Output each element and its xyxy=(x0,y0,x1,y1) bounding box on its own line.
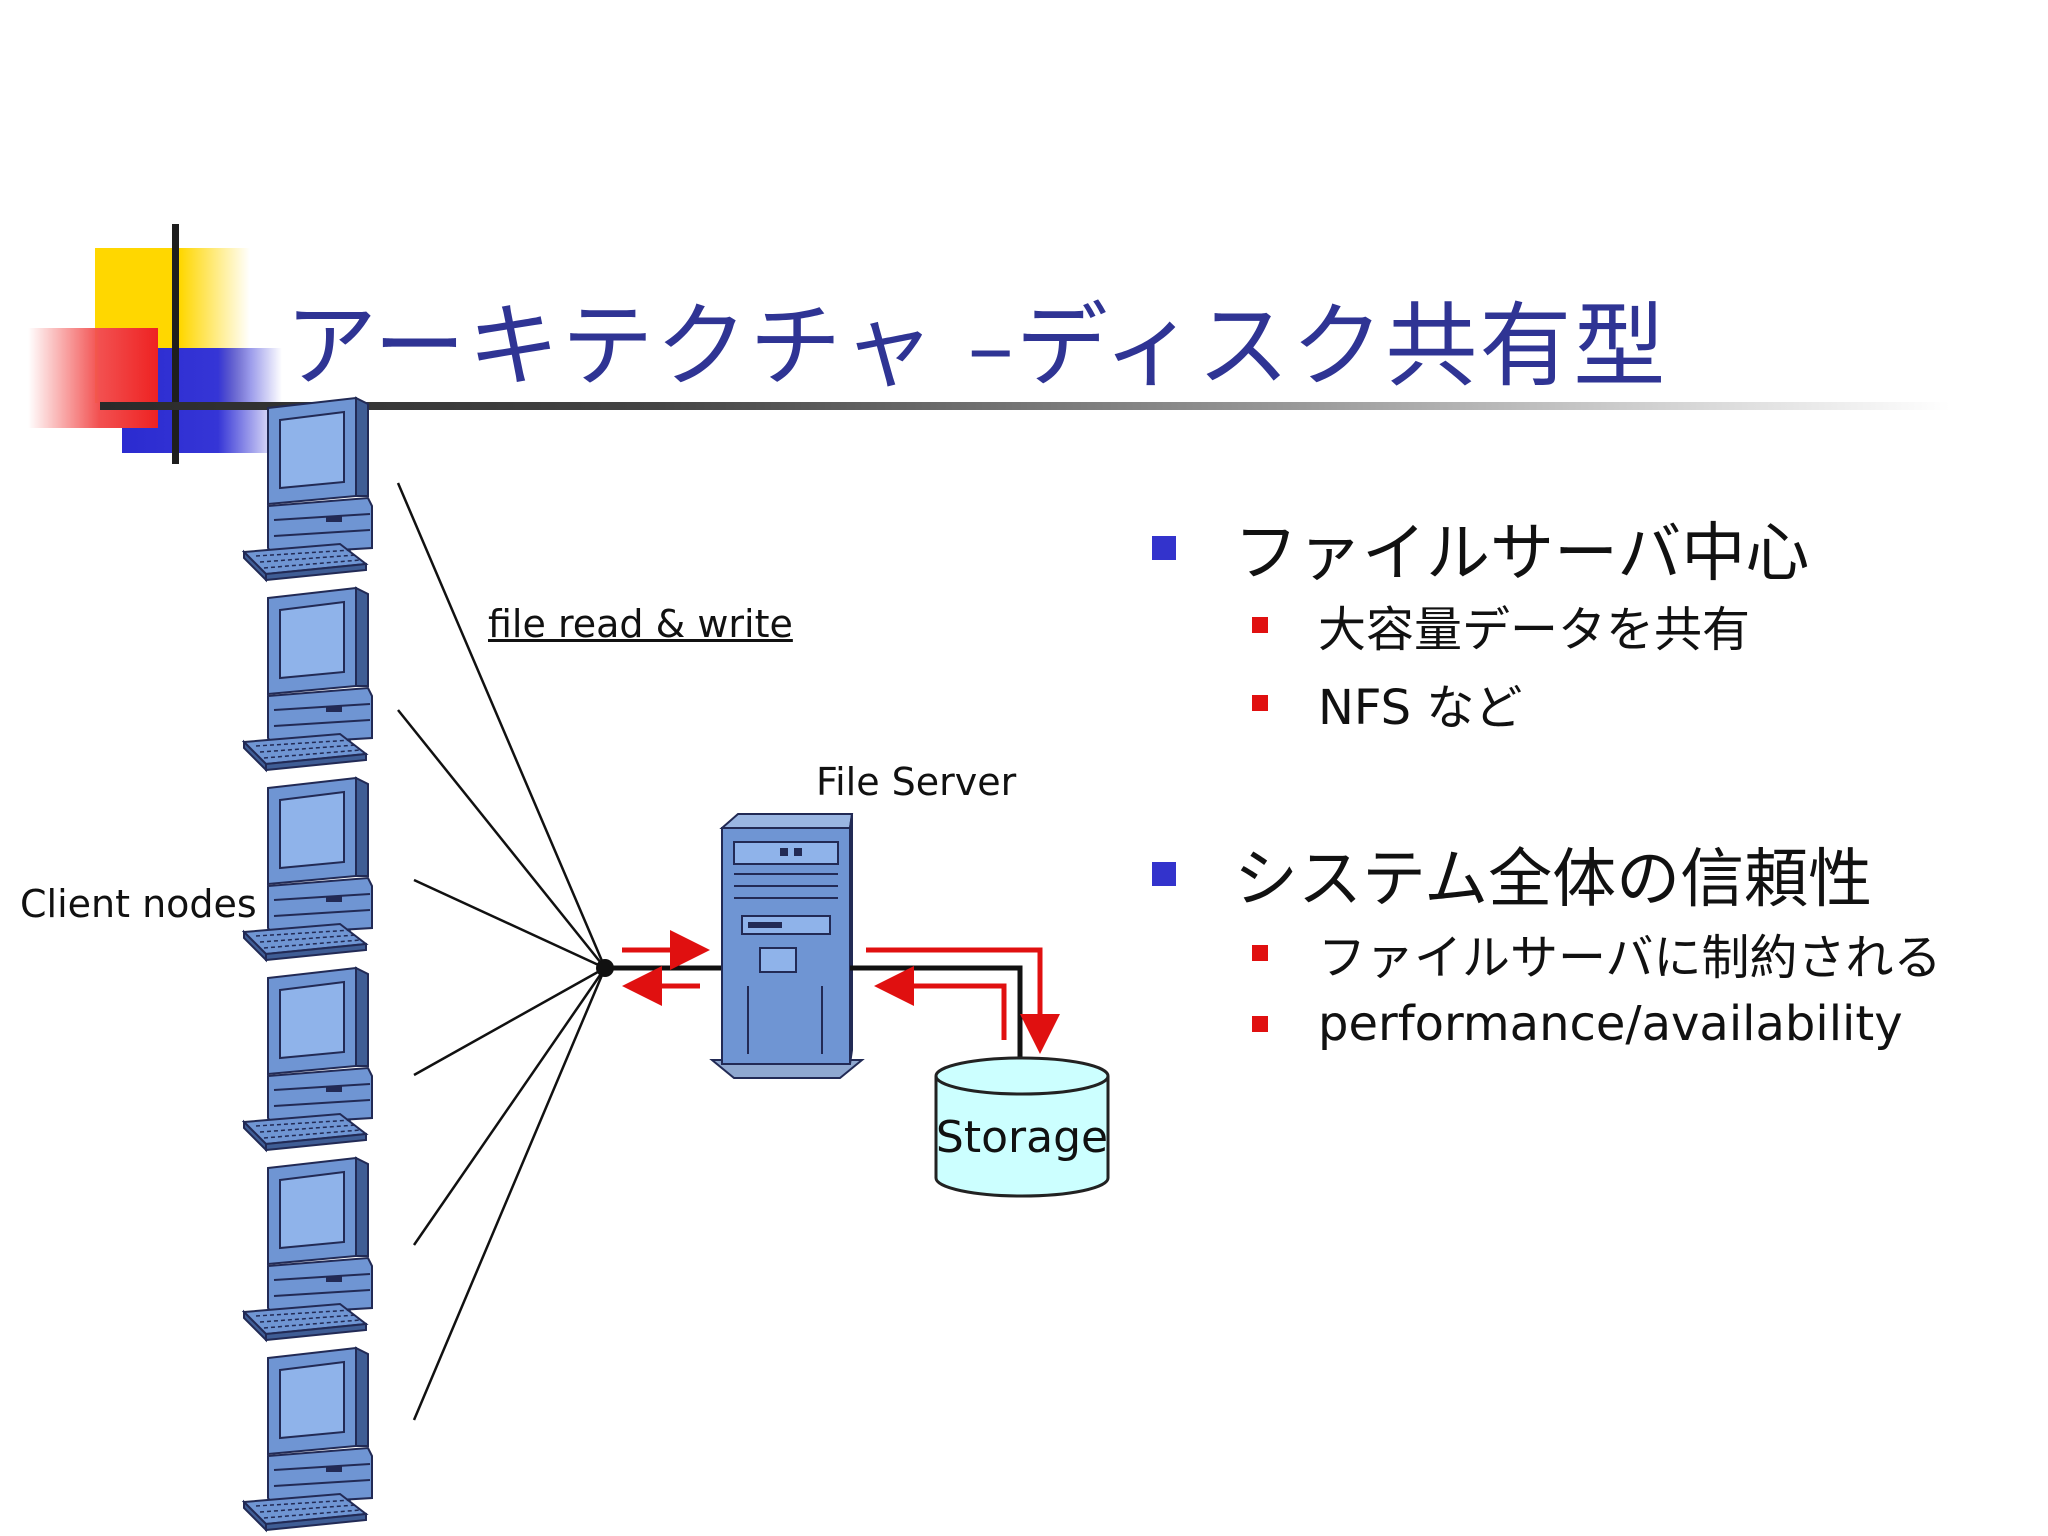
bullet-text: システム全体の信頼性 xyxy=(1234,843,1873,917)
server-storage-link xyxy=(850,965,1023,1058)
subbullet-text: performance/availability xyxy=(1318,996,1903,1052)
slide-title: アーキテクチャ –ディスク共有型 xyxy=(285,293,1668,400)
file-server xyxy=(709,813,865,1079)
title-rule xyxy=(100,402,1950,410)
client-server-arrows xyxy=(622,930,710,1006)
server-storage-arrows xyxy=(866,947,1060,1054)
subbullet-shared-data: 大容量データを共有 xyxy=(1252,590,1750,660)
deco-vertical-line xyxy=(172,224,179,464)
bullet-file-server-centric: ファイルサーバ中心 xyxy=(1152,502,1809,594)
bullet-text: ファイルサーバ中心 xyxy=(1234,517,1810,591)
client-node-5 xyxy=(243,1157,373,1341)
bullet-marker xyxy=(1152,536,1176,560)
client-connection-lines xyxy=(396,482,607,1421)
subbullet-marker xyxy=(1252,617,1268,633)
bullet-system-reliability: システム全体の信頼性 xyxy=(1152,828,1872,920)
subbullet-nfs: NFS など xyxy=(1252,668,1522,738)
file-rw-label: file read & write xyxy=(488,602,793,646)
client-node-4 xyxy=(243,967,373,1151)
client-node-3 xyxy=(243,777,373,961)
storage-label: Storage xyxy=(936,1112,1108,1163)
subbullet-marker xyxy=(1252,945,1268,961)
client-node-6 xyxy=(243,1347,373,1531)
deco-red-square xyxy=(28,328,158,428)
storage-cylinder: Storage xyxy=(934,1056,1110,1198)
client-node-2 xyxy=(243,587,373,771)
subbullet-text: NFS など xyxy=(1318,680,1523,736)
subbullet-marker xyxy=(1252,695,1268,711)
subbullet-marker xyxy=(1252,1016,1268,1032)
file-server-label: File Server xyxy=(816,760,1017,804)
subbullet-text: 大容量データを共有 xyxy=(1318,602,1751,658)
bullet-marker xyxy=(1152,862,1176,886)
subbullet-performance: performance/availability xyxy=(1252,996,1903,1052)
client-nodes-label: Client nodes xyxy=(20,882,257,926)
subbullet-text: ファイルサーバに制約される xyxy=(1318,930,1942,986)
subbullet-server-limit: ファイルサーバに制約される xyxy=(1252,918,1942,988)
client-node-1 xyxy=(243,397,373,581)
